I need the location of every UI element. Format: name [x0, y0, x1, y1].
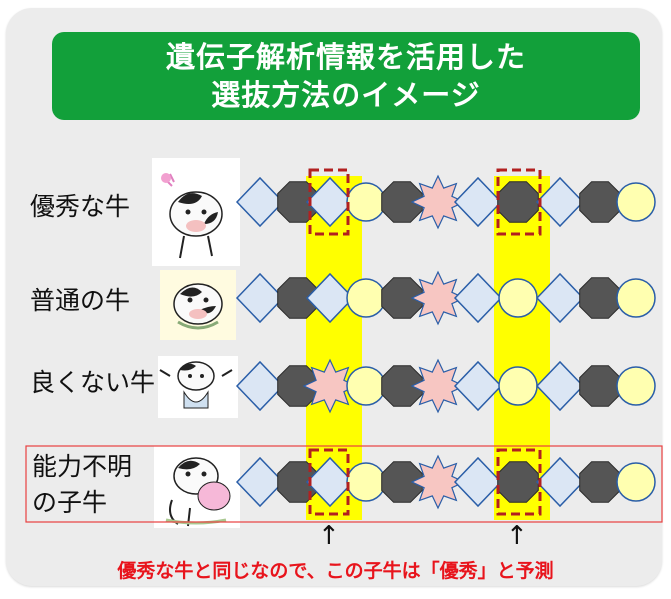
octagon-shape [579, 365, 621, 407]
star-shape [410, 174, 466, 230]
row-label-unknown-line2: の子牛 [32, 488, 108, 517]
cow-picture-normal [160, 270, 236, 340]
octagon-shape [277, 277, 319, 319]
caption-text: 優秀な牛と同じなので、この子牛は「優秀」と予測 [117, 560, 554, 582]
title-banner: 遺伝子解析情報を活用した 選抜方法のイメージ [52, 32, 640, 120]
circle-shape [616, 366, 656, 406]
circle-shape [346, 182, 386, 222]
cow-picture-calf [154, 446, 240, 528]
circle-shape [616, 462, 656, 502]
diamond-shape [235, 360, 285, 412]
circle-shape [616, 182, 656, 222]
diamond-shape [235, 176, 285, 228]
star-shape [410, 270, 466, 326]
circle-shape [616, 278, 656, 318]
star-shape [410, 454, 466, 510]
arrow-up-2: ↑ [506, 521, 528, 551]
octagon-shape [497, 181, 539, 223]
cow-picture-poor [158, 356, 238, 418]
arrow-up-1: ↑ [318, 521, 340, 551]
octagon-shape [277, 181, 319, 223]
title-line-2: 選抜方法のイメージ [211, 78, 481, 112]
dashed-box-excellent-1 [308, 168, 350, 236]
row-label-unknown-line1: 能力不明 [32, 452, 133, 481]
circle-shape [498, 366, 538, 406]
octagon-shape [381, 461, 423, 503]
octagon-shape [381, 365, 423, 407]
octagon-shape [381, 181, 423, 223]
title-line-1: 遺伝子解析情報を活用した [165, 40, 526, 74]
octagon-shape [579, 461, 621, 503]
octagon-shape [579, 277, 621, 319]
octagon-shape [277, 461, 319, 503]
dashed-box-calf-2 [496, 448, 542, 516]
circle-shape [346, 366, 386, 406]
cow-picture-excellent [152, 158, 240, 266]
star-shape [410, 358, 466, 414]
octagon-shape [497, 461, 539, 503]
calf-row-outline [25, 445, 663, 523]
circle-shape [498, 278, 538, 318]
diamond-shape [235, 456, 285, 508]
circle-shape [346, 278, 386, 318]
octagon-shape [579, 181, 621, 223]
row-label-excellent: 優秀な牛 [30, 192, 131, 221]
dashed-box-excellent-2 [496, 168, 542, 236]
octagon-shape [381, 277, 423, 319]
row-label-normal: 普通の牛 [30, 286, 131, 315]
star-shape [302, 358, 358, 414]
row-label-poor: 良くない牛 [30, 368, 156, 397]
circle-shape [346, 462, 386, 502]
dashed-box-calf-1 [308, 448, 350, 516]
diamond-shape [235, 272, 285, 324]
